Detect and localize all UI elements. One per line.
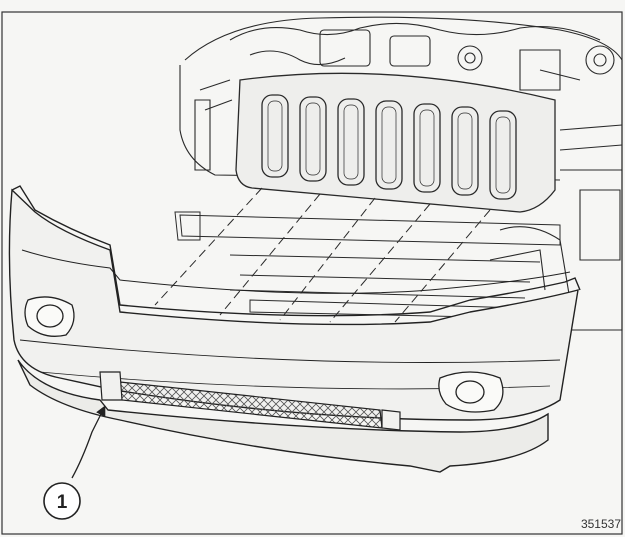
leader-arrow-icon bbox=[71, 405, 106, 479]
fog-lamp-left bbox=[24, 296, 75, 337]
fog-lamp-right bbox=[438, 371, 504, 413]
callout-1: 1 bbox=[43, 405, 106, 520]
figure-number: 351537 bbox=[580, 517, 621, 531]
lower-mesh-grille bbox=[99, 371, 401, 431]
vehicle-front bbox=[179, 16, 623, 331]
callout-circle-icon bbox=[43, 482, 81, 520]
support-beams bbox=[174, 211, 561, 319]
bumper-fascia bbox=[8, 185, 581, 473]
callout-label: 1 bbox=[57, 492, 68, 513]
front-grille bbox=[235, 72, 556, 213]
